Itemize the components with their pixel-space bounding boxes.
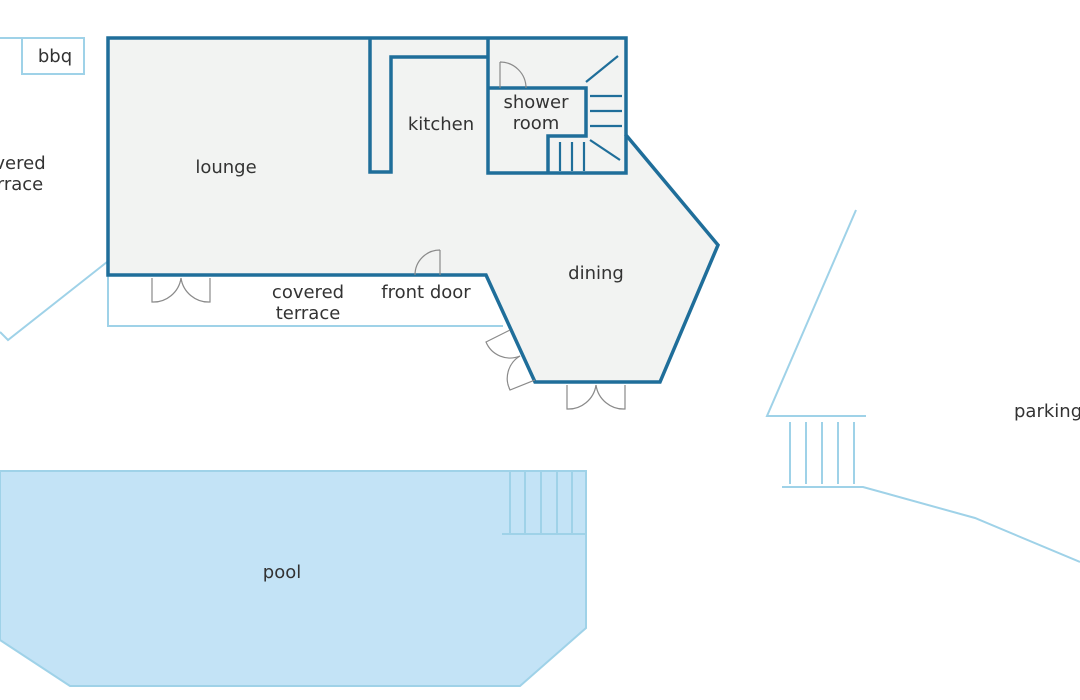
label-shower-room: shower [504, 92, 570, 113]
covered-terrace-outline [107, 275, 503, 327]
label-covered-terrace-left: vered [0, 153, 46, 174]
dining-bottom-door [566, 384, 626, 410]
label-shower-room: room [513, 113, 560, 134]
label-lounge: lounge [195, 157, 256, 178]
parking-edge [782, 486, 1080, 563]
label-kitchen: kitchen [408, 114, 474, 135]
label-bbq: bbq [38, 46, 72, 67]
internal-stairs [558, 55, 622, 171]
dining-diagonal-door [485, 329, 536, 391]
lounge-double-door [151, 277, 211, 303]
house-interior [108, 38, 718, 382]
label-parking: parking [1014, 401, 1080, 422]
shower-room-walls [486, 38, 628, 175]
label-front-door: front door [381, 282, 471, 303]
parking-ramp-outline [765, 209, 866, 417]
label-covered-terrace-left: rrace [0, 174, 43, 195]
exterior-walls [106, 36, 721, 384]
label-dining: dining [568, 263, 624, 284]
pool-shape [0, 470, 587, 687]
label-covered-terrace: terrace [276, 303, 341, 324]
covered-terrace-left-edge [0, 261, 108, 342]
parking-steps [789, 422, 855, 484]
kitchen-partition [368, 38, 488, 174]
pool-steps [502, 471, 586, 535]
front-door [414, 249, 441, 276]
bbq-box [21, 37, 85, 75]
label-covered-terrace: covered [272, 282, 344, 303]
shower-door [499, 61, 527, 89]
label-pool: pool [263, 562, 301, 583]
